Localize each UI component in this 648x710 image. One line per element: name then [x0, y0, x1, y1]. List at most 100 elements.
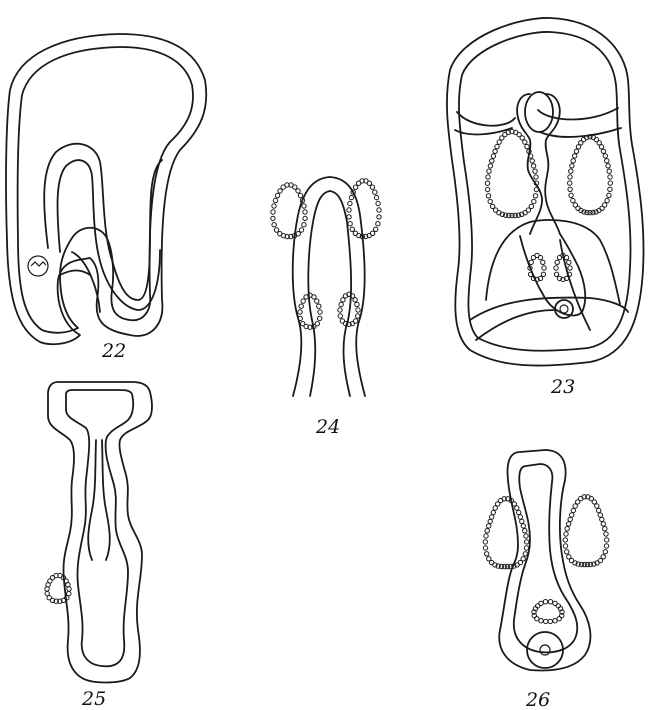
dot-mark — [490, 204, 494, 208]
dot-mark — [340, 319, 344, 323]
dot-mark — [607, 193, 611, 197]
dot-mark — [271, 216, 275, 220]
dot-mark — [564, 255, 568, 259]
dot-mark — [533, 194, 537, 198]
dot-mark — [570, 513, 574, 517]
dot-mark — [484, 534, 488, 538]
dot-mark — [486, 194, 490, 198]
fig23-stalk — [520, 234, 585, 316]
dot-mark — [524, 546, 528, 550]
dot-mark — [565, 550, 569, 554]
dot-mark — [595, 504, 599, 508]
dot-mark — [353, 231, 357, 235]
dot-mark — [377, 208, 381, 212]
dot-mark — [543, 600, 547, 604]
dot-mark — [296, 189, 300, 193]
dot-mark — [548, 600, 552, 604]
dot-mark — [544, 619, 548, 623]
dot-mark — [601, 522, 605, 526]
dot-mark — [605, 198, 609, 202]
dot-mark — [298, 193, 302, 197]
dot-mark — [278, 189, 282, 193]
dot-mark — [521, 524, 525, 528]
dot-mark — [67, 587, 71, 591]
dot-mark — [356, 308, 360, 312]
dot-mark — [486, 175, 490, 179]
dot-mark — [523, 552, 527, 556]
dot-mark — [542, 266, 546, 270]
dot-mark — [525, 144, 529, 148]
dot-mark — [318, 310, 322, 314]
figure-25: 25 — [45, 382, 152, 710]
dot-mark — [487, 169, 491, 173]
dot-mark — [608, 175, 612, 179]
dot-mark — [567, 555, 571, 559]
dot-mark — [568, 517, 572, 521]
dot-mark — [302, 223, 306, 227]
fig22-label: 22 — [101, 340, 126, 362]
dot-mark — [520, 136, 524, 140]
dot-mark — [554, 272, 558, 276]
dot-mark — [273, 198, 277, 202]
dot-mark — [512, 502, 516, 506]
dot-mark — [523, 140, 527, 144]
dot-mark — [568, 266, 572, 270]
dot-mark — [348, 201, 352, 205]
fig24-dotted-cluster-right-upper — [347, 179, 381, 239]
figure-26: 26 — [483, 450, 609, 710]
fig24-outer-left — [293, 177, 330, 396]
dot-mark — [488, 164, 492, 168]
dot-mark — [301, 322, 305, 326]
dot-mark — [348, 222, 352, 226]
dot-mark — [374, 227, 378, 231]
dot-mark — [45, 587, 49, 591]
dot-mark — [524, 534, 528, 538]
dot-mark — [349, 195, 353, 199]
dot-mark — [541, 272, 545, 276]
dot-mark — [606, 164, 610, 168]
dot-mark — [315, 299, 319, 303]
dot-mark — [493, 149, 497, 153]
dot-mark — [520, 519, 524, 523]
dot-mark — [303, 210, 307, 214]
dot-mark — [571, 508, 575, 512]
dot-mark — [271, 210, 275, 214]
dot-mark — [495, 144, 499, 148]
dot-mark — [45, 591, 49, 595]
dot-mark — [563, 544, 567, 548]
fig23-lower-chamber — [486, 220, 620, 304]
dot-mark — [569, 169, 573, 173]
dot-mark — [567, 522, 571, 526]
dot-mark — [312, 295, 316, 299]
dot-mark — [573, 504, 577, 508]
fig26-outer-wall — [499, 450, 590, 670]
fig24-inner-right — [330, 191, 351, 396]
fig24-outer-right — [330, 177, 365, 396]
dot-mark — [347, 208, 351, 212]
dot-mark — [538, 255, 542, 259]
dot-mark — [534, 187, 538, 191]
dot-mark — [490, 515, 494, 519]
fig25-outer-wall — [48, 382, 152, 683]
dot-mark — [604, 544, 608, 548]
dot-mark — [568, 187, 572, 191]
dot-mark — [532, 199, 536, 203]
dot-mark — [376, 222, 380, 226]
dot-mark — [565, 527, 569, 531]
dot-mark — [539, 601, 543, 605]
fig25-inner-wall — [66, 390, 133, 666]
dot-mark — [573, 154, 577, 158]
dot-mark — [274, 228, 278, 232]
dot-mark — [497, 140, 501, 144]
dot-mark — [355, 302, 359, 306]
dot-mark — [275, 193, 279, 197]
dot-mark — [554, 266, 558, 270]
dot-mark — [568, 181, 572, 185]
dot-mark — [485, 552, 489, 556]
dot-mark — [608, 181, 612, 185]
dot-mark — [278, 232, 282, 236]
figure-23: 23 — [447, 18, 644, 398]
dot-mark — [548, 619, 552, 623]
dot-mark — [569, 193, 573, 197]
